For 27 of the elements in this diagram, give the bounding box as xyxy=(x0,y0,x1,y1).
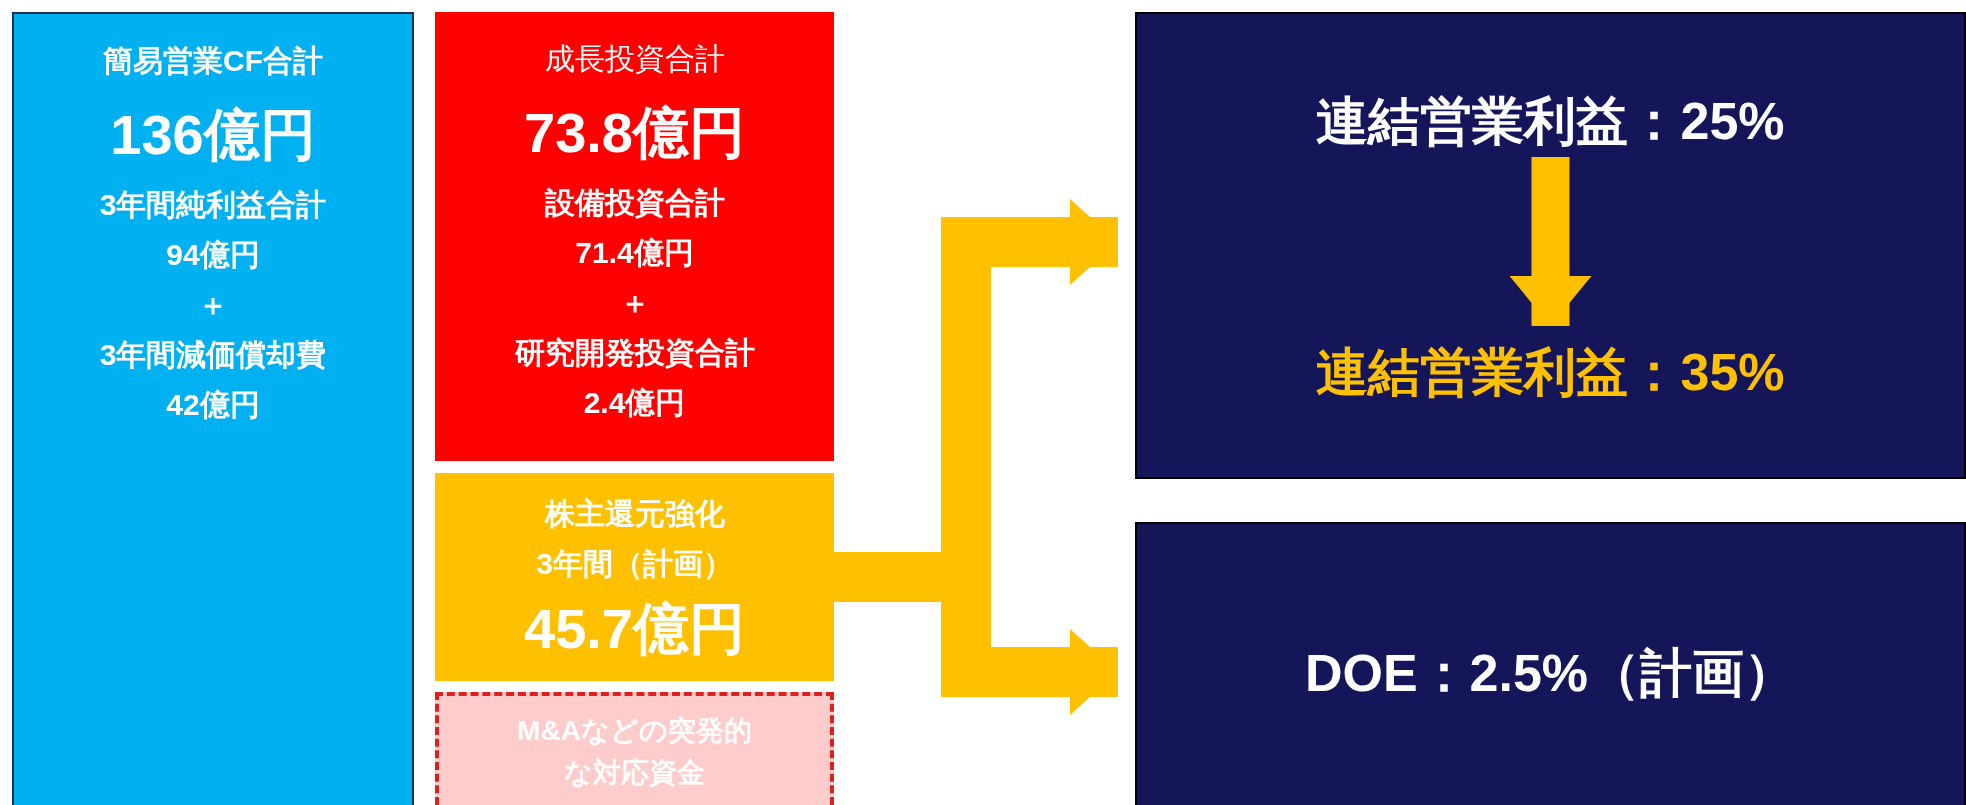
panel-text: 連結営業利益：25% xyxy=(1316,91,1785,152)
panel-text: 3年間減価償却費 xyxy=(98,337,328,373)
panel-text: 2.4億円 xyxy=(582,385,687,421)
panel-text: 3年間（計画） xyxy=(535,546,734,582)
panel-box xyxy=(1135,12,1966,479)
panel-text: 94億円 xyxy=(165,237,261,273)
panel-text: 研究開発投資合計 xyxy=(513,335,756,371)
shareholder-return-panel xyxy=(435,473,834,681)
dividend-panel xyxy=(1135,522,1966,805)
panel-text: ＋ xyxy=(197,287,229,323)
panel-text: 株主還元強化 xyxy=(543,496,726,532)
panel-text: 42億円 xyxy=(165,387,261,423)
panel-text: 73.8億円 xyxy=(523,100,746,166)
cash-flow-panel xyxy=(12,12,414,805)
panel-text: ＋ xyxy=(618,285,651,321)
panel-text: 簡易営業CF合計 xyxy=(102,43,324,79)
panel-text: 成長投資合計 xyxy=(543,41,726,77)
reserve-fund-panel xyxy=(435,692,834,805)
panel-text: 設備投資合計 xyxy=(543,185,726,221)
block-arrow xyxy=(1509,157,1592,326)
panel-text: 45.7億円 xyxy=(523,596,746,662)
panel-text: 連結営業利益：35% xyxy=(1316,342,1785,403)
panel-text: 136億円 xyxy=(109,102,317,168)
investment-panel xyxy=(435,12,834,461)
panel-text: 3年間純利益合計 xyxy=(98,187,328,223)
panel-text: 71.4億円 xyxy=(574,235,695,271)
panel-text: DOE：2.5%（計画） xyxy=(1303,643,1798,704)
